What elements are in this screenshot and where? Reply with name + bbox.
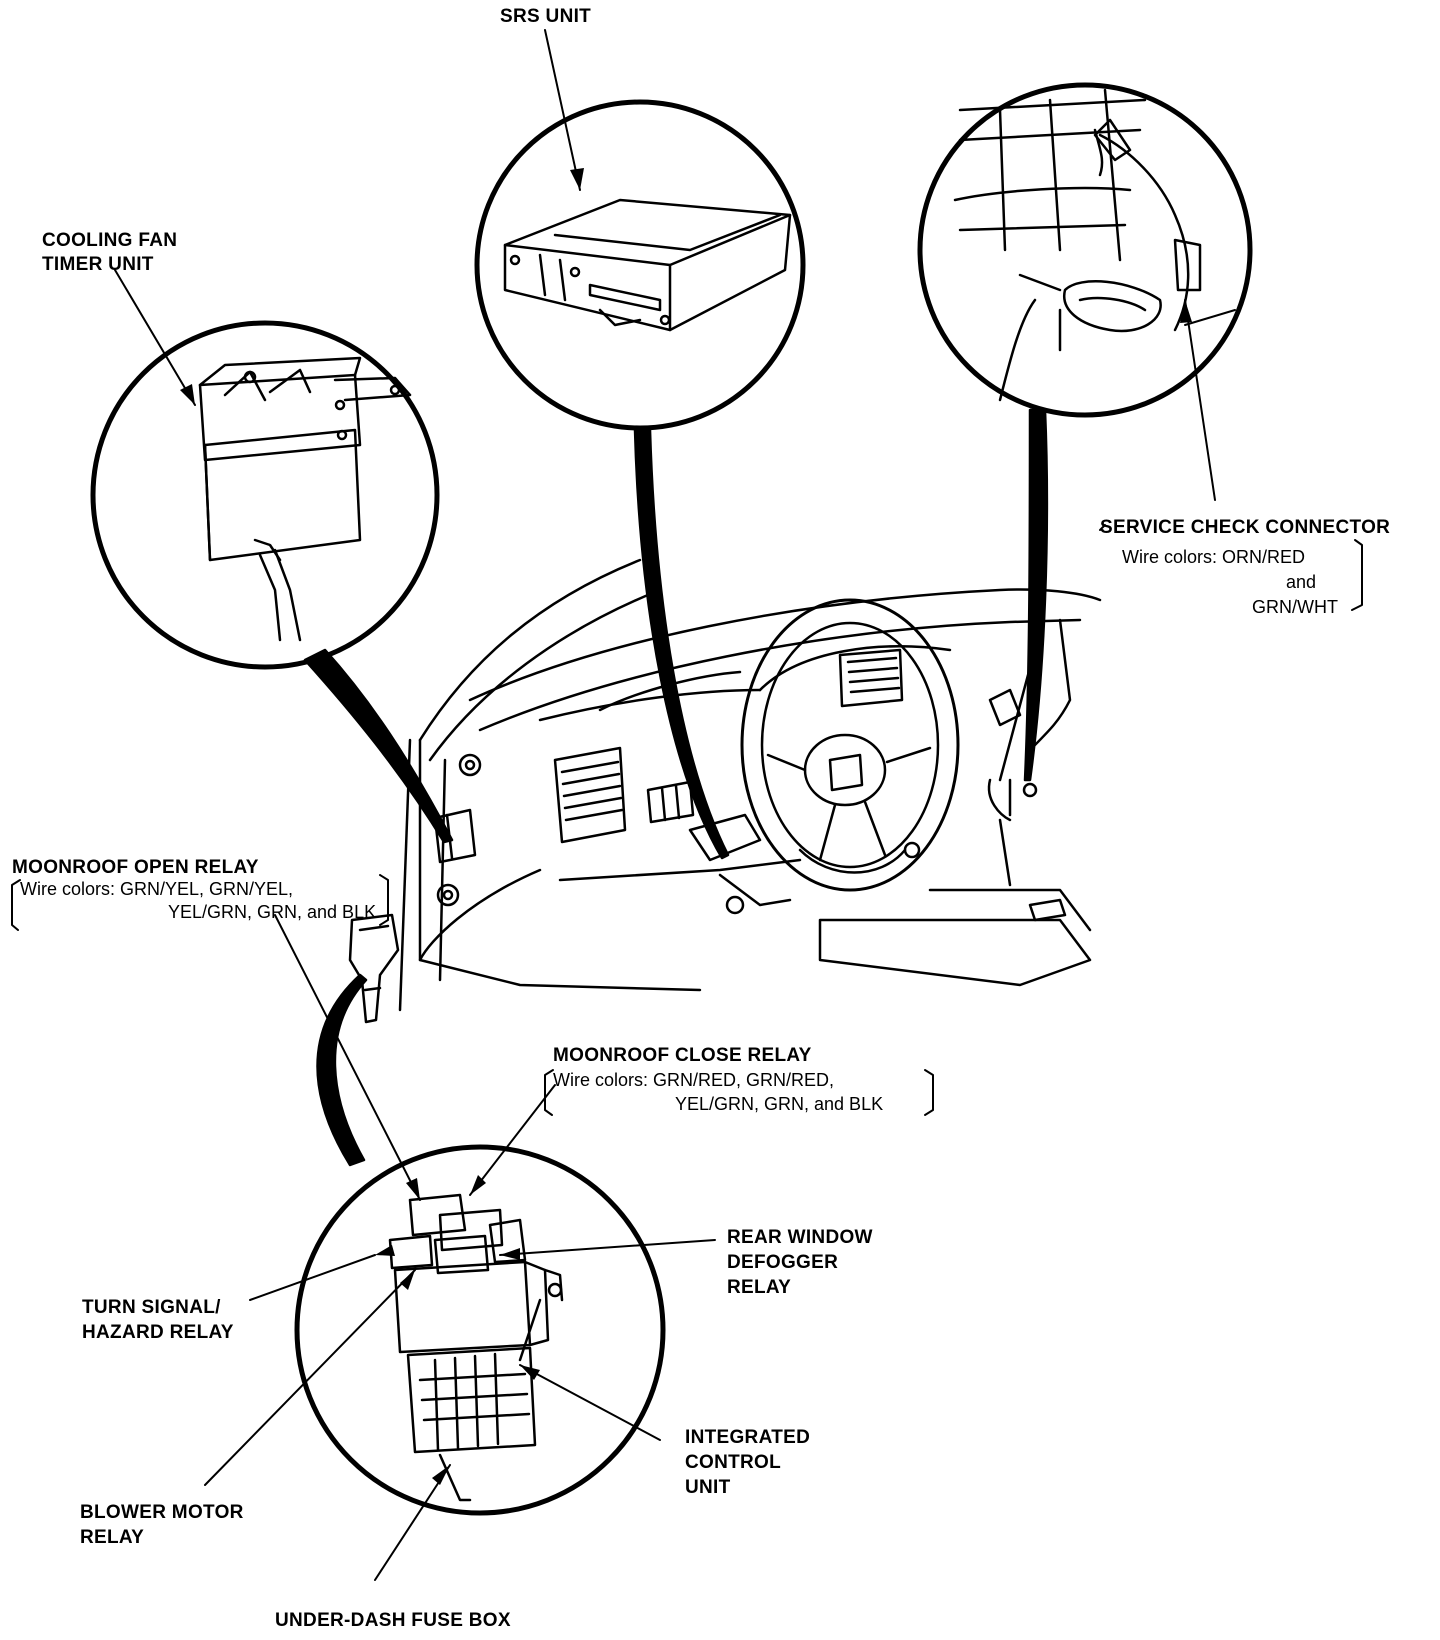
srs-unit-label: SRS UNIT [500,6,592,27]
rear-defogger-label-line3: RELAY [727,1277,792,1298]
cooling-fan-timer-detail [90,320,440,670]
moonroof-open-wire-line2: YEL/GRN, GRN, and BLK [168,902,377,922]
service-check-wire-line2: and [1286,572,1317,592]
under-dash-fuse-box-detail [294,1144,666,1516]
turn-signal-label-line2: HAZARD RELAY [82,1322,234,1343]
moonroof-open-wire-line1: Wire colors: GRN/YEL, GRN/YEL, [20,879,294,899]
cooling-fan-label-line1: COOLING FAN [42,230,178,251]
service-check-label: SERVICE CHECK CONNECTOR [1100,517,1391,538]
label-brackets [11,524,1363,1116]
dashboard-illustration [398,558,1102,1012]
integrated-control-label-line1: INTEGRATED [685,1427,811,1448]
srs-unit-detail [474,99,806,431]
blower-motor-label-line1: BLOWER MOTOR [80,1502,244,1523]
moonroof-close-wire-line1: Wire colors: GRN/RED, GRN/RED, [553,1070,835,1090]
moonroof-close-wire-line2: YEL/GRN, GRN, and BLK [675,1094,884,1114]
rear-defogger-label-line2: DEFOGGER [727,1252,839,1273]
leader-lines [114,29,1236,1581]
service-check-wire-line1: Wire colors: ORN/RED [1122,547,1306,567]
cooling-fan-label-line2: TIMER UNIT [42,254,154,275]
arrow-heads [180,168,1192,1485]
blower-motor-label-line2: RELAY [80,1527,145,1548]
integrated-control-label-line3: UNIT [685,1477,731,1498]
rear-defogger-label-line1: REAR WINDOW [727,1227,873,1248]
service-check-wire-line3: GRN/WHT [1252,597,1338,617]
moonroof-close-label: MOONROOF CLOSE RELAY [553,1045,812,1066]
turn-signal-label-line1: TURN SIGNAL/ [82,1297,221,1318]
integrated-control-label-line2: CONTROL [685,1452,782,1473]
moonroof-open-relay-part [348,913,400,1024]
moonroof-open-label: MOONROOF OPEN RELAY [12,857,259,878]
under-dash-fuse-box-label: UNDER-DASH FUSE BOX [275,1610,511,1631]
service-check-connector-detail [917,82,1253,418]
